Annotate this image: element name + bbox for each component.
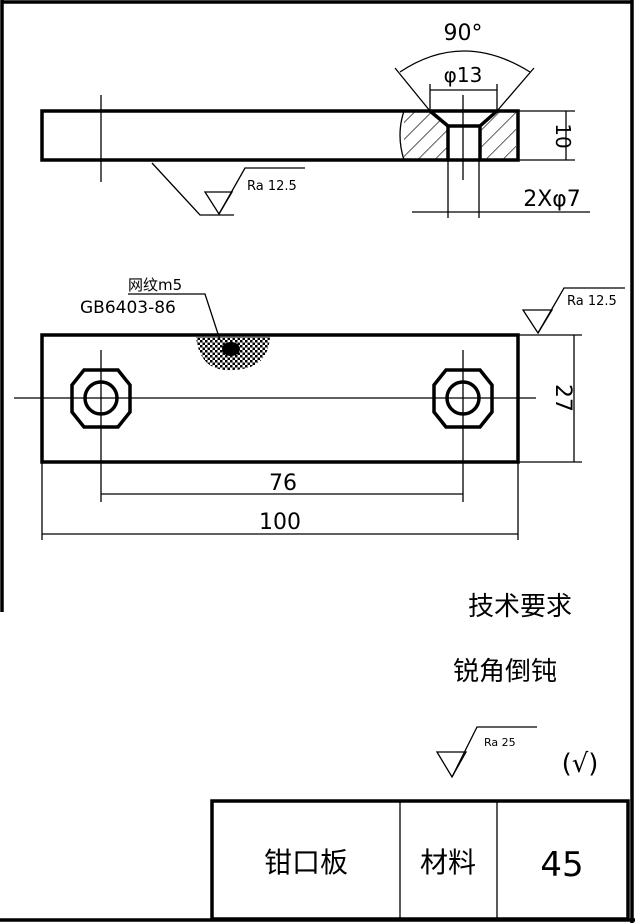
other-surfaces-mark: (√) bbox=[562, 749, 599, 779]
counterbore-diameter-label: φ13 bbox=[444, 63, 483, 87]
tech-req-item: 锐角倒钝 bbox=[453, 657, 557, 687]
technical-requirements: 技术要求 锐角倒钝 Ra 25 (√) bbox=[435, 592, 599, 779]
title-block: 钳口板 材料 45 bbox=[210, 799, 630, 921]
roughness-symbol bbox=[521, 309, 554, 335]
hole-outer bbox=[70, 368, 132, 429]
side-view-outline bbox=[40, 109, 520, 162]
front-view: 网纹m5 GB6403-86 Ra 12.5 27 76 100 bbox=[14, 276, 625, 540]
part-name: 钳口板 bbox=[264, 846, 348, 879]
angle-label: 90° bbox=[444, 21, 483, 46]
knurl-standard: GB6403-86 bbox=[80, 298, 176, 318]
thickness-label: 10 bbox=[551, 123, 575, 148]
roughness-symbol bbox=[203, 191, 234, 216]
height-label: 27 bbox=[550, 384, 575, 412]
material-value: 45 bbox=[540, 845, 583, 885]
side-view: 90° φ13 10 2Xφ7 Ra 12.5 bbox=[40, 21, 590, 218]
hole-spacing-label: 76 bbox=[269, 471, 297, 496]
knurl-label: 网纹m5 bbox=[128, 276, 182, 294]
hole-outer bbox=[432, 368, 494, 429]
material-label: 材料 bbox=[420, 846, 476, 879]
tech-req-title: 技术要求 bbox=[468, 592, 572, 622]
side-roughness-label: Ra 12.5 bbox=[247, 179, 297, 194]
roughness-symbol bbox=[435, 751, 468, 779]
hole-label: 2Xφ7 bbox=[523, 187, 581, 212]
general-roughness-label: Ra 25 bbox=[484, 736, 516, 749]
length-label: 100 bbox=[259, 510, 301, 535]
front-roughness-label: Ra 12.5 bbox=[567, 294, 617, 309]
